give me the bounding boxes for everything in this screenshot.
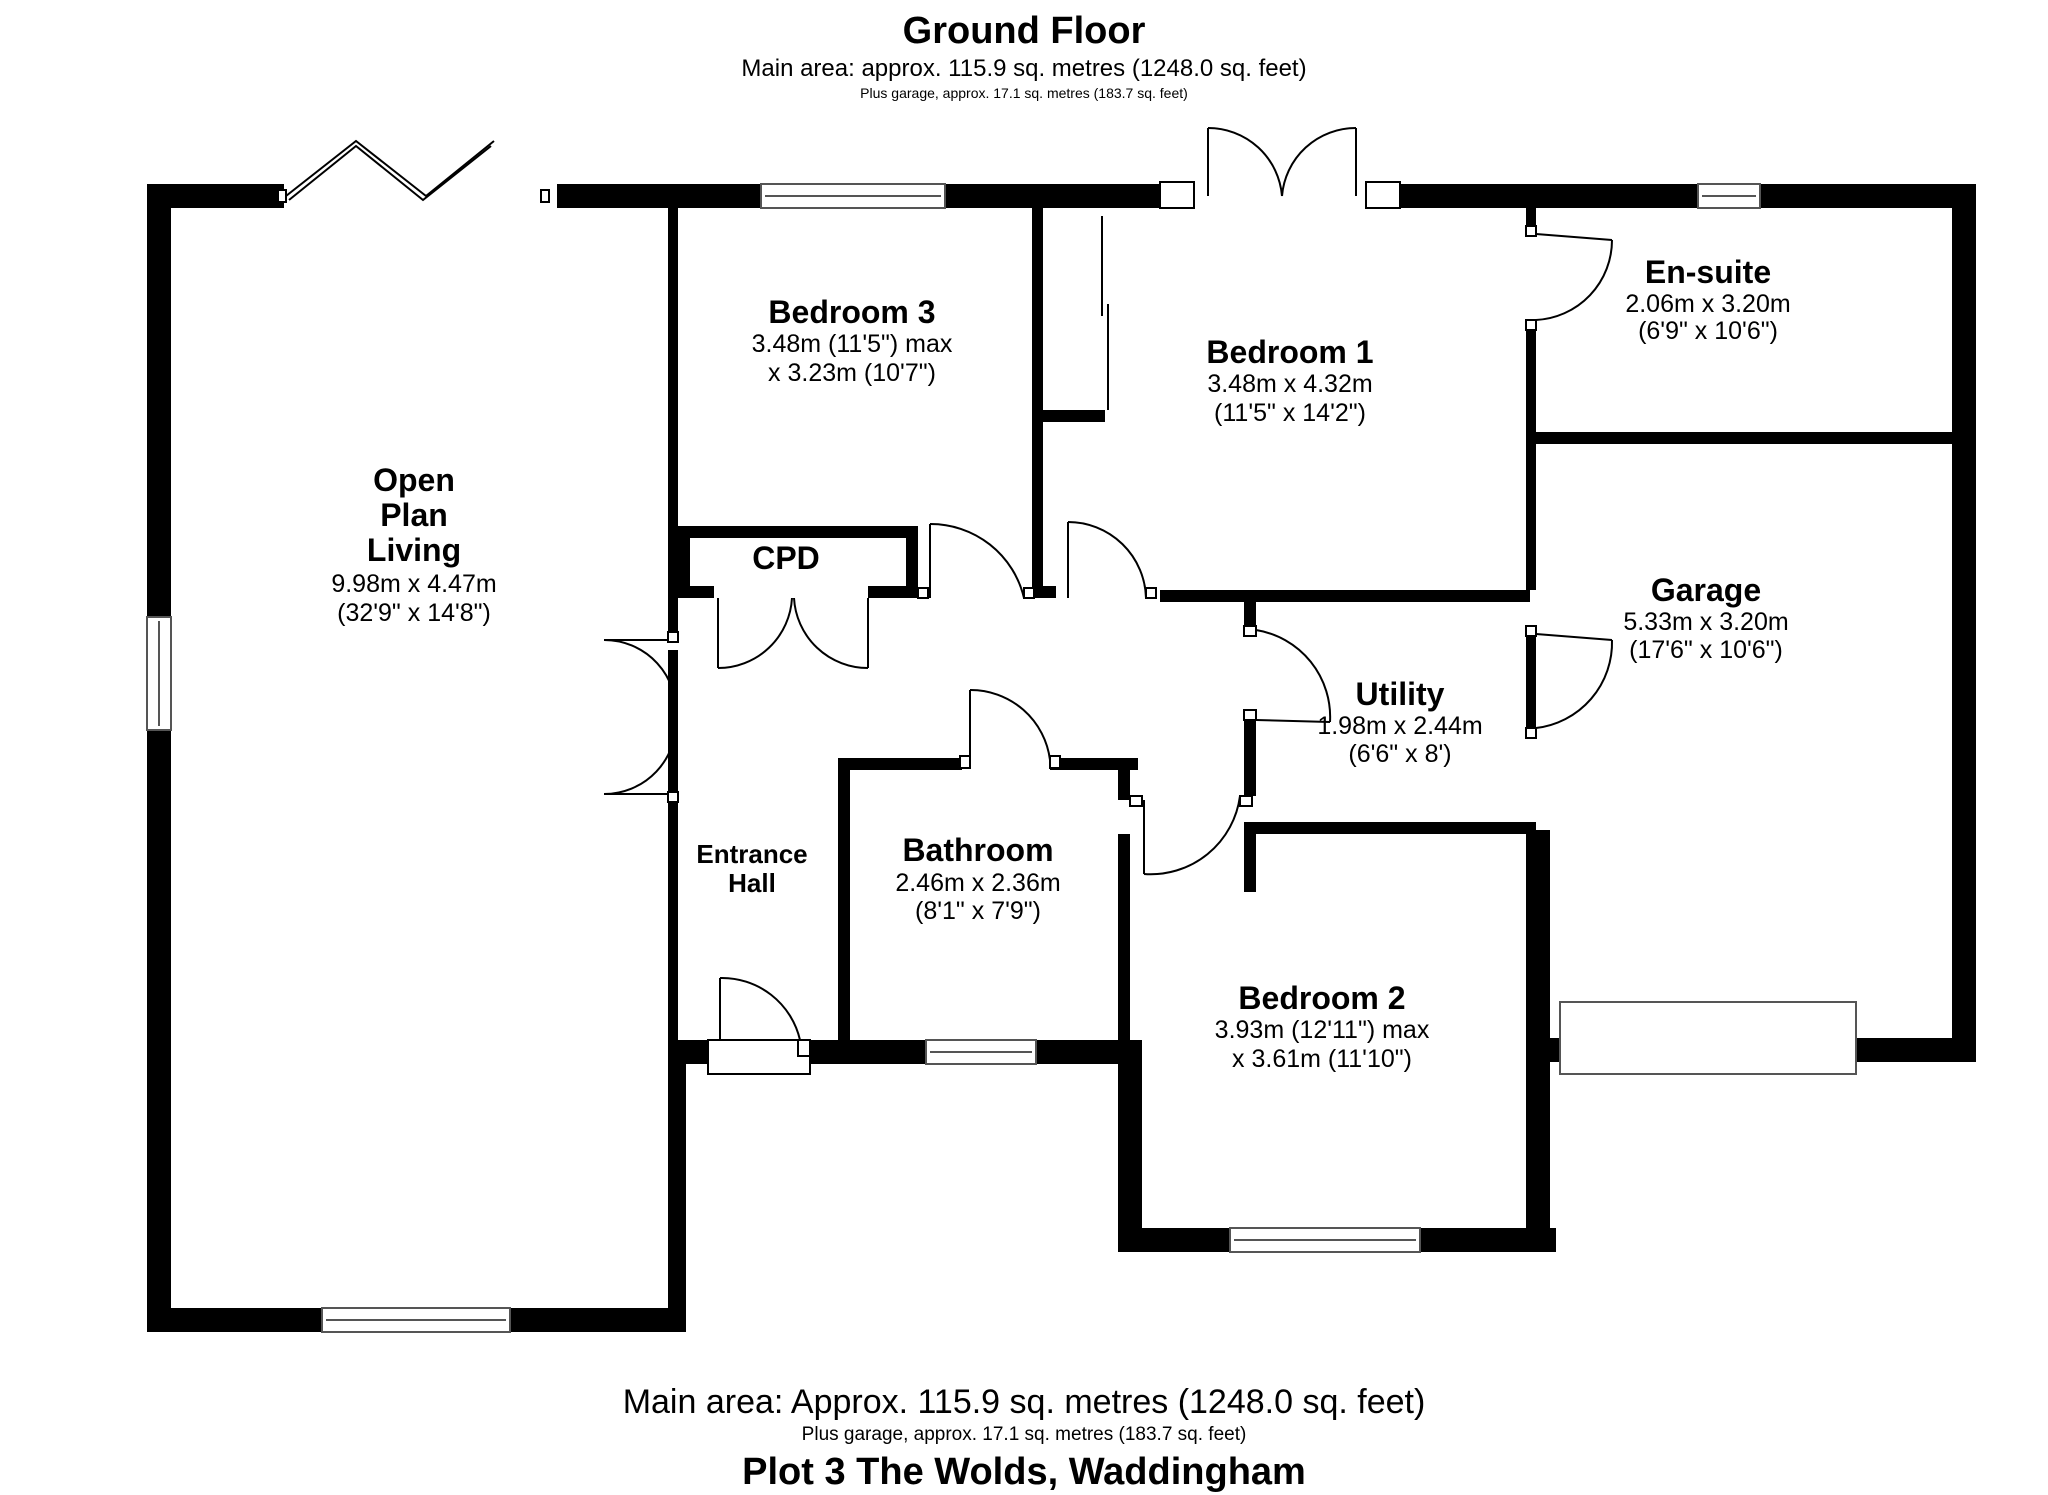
wall (1050, 758, 1138, 770)
wall (1952, 184, 1976, 1062)
wall (838, 758, 962, 770)
wall (1160, 590, 1530, 602)
wall (1244, 822, 1256, 892)
exterior-walls (147, 184, 1976, 1332)
room-name: Plan (380, 497, 448, 533)
room-name: Bedroom 1 (1206, 334, 1374, 370)
footer-garage-area: Plus garage, approx. 17.1 sq. metres (18… (801, 1424, 1247, 1445)
room-dimensions: (17'6" x 10'6") (1629, 636, 1783, 664)
room-dimensions: 9.98m x 4.47m (331, 570, 497, 598)
room-name: Living (366, 532, 462, 568)
wall (1760, 184, 1976, 208)
room-name: En-suite (1644, 254, 1772, 290)
wall (1526, 432, 1956, 444)
door-jamb (540, 189, 550, 203)
wall (668, 650, 678, 786)
wall (1244, 822, 1536, 834)
room-name: Bedroom 3 (768, 294, 936, 330)
wall (1526, 320, 1536, 590)
room-dimensions: (8'1" x 7'9") (915, 897, 1041, 925)
bifold-door (285, 139, 495, 198)
room-dimensions: 3.93m (12'11") max (1214, 1016, 1430, 1044)
wall (1244, 716, 1256, 796)
door-jamb (277, 189, 287, 203)
interior-walls (668, 206, 1956, 1052)
room-dimensions: 1.98m x 2.44m (1317, 712, 1483, 740)
room-dimensions: (32'9" x 14'8") (337, 599, 491, 627)
wall (147, 1308, 322, 1332)
wall (668, 206, 678, 634)
room-dimensions: x 3.61m (11'10") (1232, 1045, 1412, 1073)
room-name: Bedroom 2 (1238, 980, 1406, 1016)
wall (1118, 758, 1130, 800)
wall (1856, 1038, 1976, 1062)
main-area-summary: Main area: approx. 115.9 sq. metres (124… (741, 55, 1307, 82)
door-threshold (707, 1039, 811, 1075)
room-dimensions: (6'6" x 8') (1348, 740, 1452, 768)
room-dimensions: 2.06m x 3.20m (1625, 290, 1791, 318)
room-dimensions: 5.33m x 3.20m (1623, 608, 1789, 636)
plan-title: Ground Floor (902, 10, 1146, 52)
windows (146, 183, 1857, 1333)
room-dimensions: 3.48m x 4.32m (1207, 370, 1373, 398)
room-name: Utility (1355, 676, 1445, 712)
room-name: CPD (752, 540, 820, 576)
wall (1118, 1228, 1230, 1252)
wall (1032, 206, 1043, 598)
room-name: Open (373, 462, 455, 498)
wall (838, 758, 850, 1040)
wall (678, 526, 690, 598)
room-name: Hall (728, 868, 776, 898)
wall (678, 586, 714, 598)
room-name: Entrance (696, 839, 808, 869)
wall (945, 184, 1170, 208)
wall (668, 1040, 686, 1332)
wall (810, 1040, 926, 1064)
wall (1032, 586, 1056, 598)
wall (1118, 834, 1130, 1040)
door-jamb (1159, 181, 1195, 209)
room-dimensions: (11'5" x 14'2") (1214, 399, 1366, 427)
wall (1043, 410, 1105, 422)
room-name: Garage (1650, 572, 1762, 608)
wall (510, 1308, 686, 1332)
wall (557, 184, 761, 208)
wall (1118, 1040, 1142, 1252)
door-swings (277, 126, 1614, 1075)
room-name: Bathroom (902, 832, 1054, 868)
wall (668, 1040, 708, 1064)
footer-main-area: Main area: Approx. 115.9 sq. metres (124… (622, 1383, 1426, 1421)
wall (868, 586, 918, 598)
wall (668, 786, 678, 1040)
wall (147, 730, 171, 1332)
wall (1244, 600, 1256, 626)
wall (1526, 206, 1536, 234)
wall (1526, 630, 1536, 728)
room-dimensions: 3.48m (11'5") max (751, 330, 953, 358)
wall (1526, 832, 1538, 1052)
room-dimensions: 2.46m x 2.36m (895, 869, 1061, 897)
wall (147, 184, 171, 617)
wall (1400, 184, 1698, 208)
property-address: Plot 3 The Wolds, Waddingham (742, 1451, 1306, 1493)
door-jamb (1365, 181, 1401, 209)
wall (678, 526, 918, 538)
room-dimensions: (6'9" x 10'6") (1638, 317, 1778, 345)
garage-door (1559, 1001, 1857, 1075)
wall (906, 526, 918, 598)
room-dimensions: x 3.23m (10'7") (768, 359, 936, 387)
garage-area-summary: Plus garage, approx. 17.1 sq. metres (18… (860, 85, 1188, 101)
